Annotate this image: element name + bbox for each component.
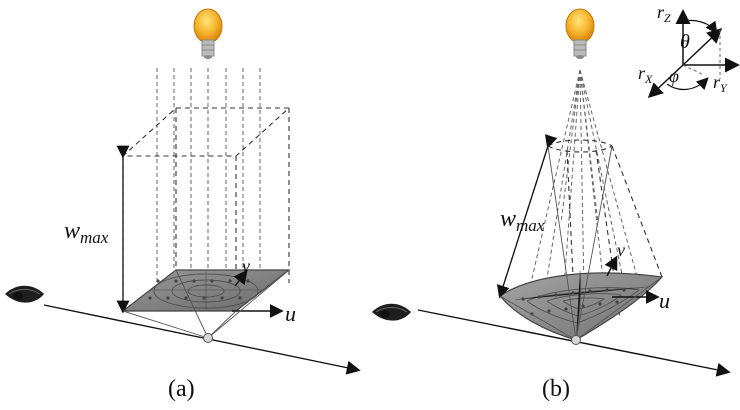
u-label-a: u (285, 301, 296, 326)
panel-label-b: (b) (542, 376, 570, 402)
wmax-label-b: wmax (500, 206, 545, 235)
projection-line (682, 64, 705, 76)
v-label-a: v (242, 256, 250, 276)
view-ray-a (43, 304, 361, 375)
panel-label-a: (a) (168, 376, 195, 402)
rx-axis (647, 64, 684, 99)
rz-label: rZ (657, 2, 671, 25)
panel-a: wmax u v (a) (5, 8, 361, 402)
view-lines-b (499, 145, 663, 341)
wmax-indicator-b (496, 134, 558, 299)
panel-b: wmax u v (b) (372, 8, 731, 402)
theta-label: θ (680, 31, 690, 53)
plate-grid (150, 270, 262, 311)
eye-icon-a (5, 285, 44, 303)
v-label-b: v (617, 240, 625, 260)
cone-rays (526, 69, 642, 301)
parallel-rays (156, 68, 261, 286)
coordinate-inset: rZ rX rY θ φ (638, 2, 740, 99)
projection-point-b (571, 335, 581, 345)
direction-vector (682, 27, 723, 66)
wmax-label-a: wmax (64, 218, 109, 247)
view-lines-a (122, 269, 290, 339)
u-label-b: u (659, 288, 670, 313)
rx-label: rX (638, 63, 653, 86)
box-top (121, 107, 291, 157)
eye-icon-b (372, 303, 411, 321)
projection-point-a (203, 333, 213, 343)
light-bulb-icon (565, 8, 595, 59)
phi-label: φ (669, 66, 679, 86)
theta-arc (682, 19, 718, 34)
light-bulb-icon (193, 8, 223, 59)
plate-dots (148, 279, 250, 300)
ry-label: rY (713, 72, 728, 95)
phi-arc (666, 77, 709, 91)
